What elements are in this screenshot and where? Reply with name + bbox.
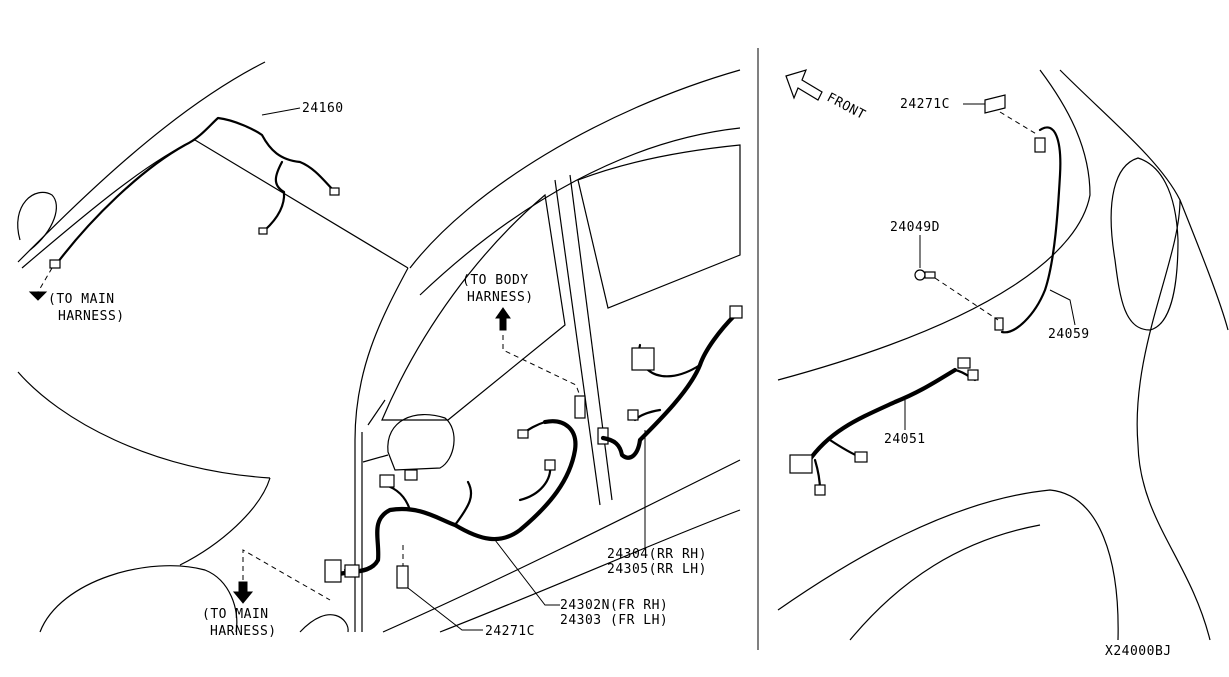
door-sill-upper xyxy=(382,459,741,633)
label-24059: 24059 xyxy=(1048,327,1090,342)
harness-24059 xyxy=(994,126,1076,334)
connector-front-6 xyxy=(517,429,529,439)
connector-front-7 xyxy=(574,395,586,419)
side-mirror xyxy=(387,414,455,471)
label-to-main-harness-2-line1: (TO MAIN xyxy=(202,607,269,622)
harness-24051-main xyxy=(805,367,958,465)
dash-to-main-1 xyxy=(37,267,53,293)
left-mirror xyxy=(17,191,57,251)
windshield-inner-edge xyxy=(21,139,409,269)
dash-to-body xyxy=(502,335,581,397)
label-front: FRONT xyxy=(824,90,868,123)
connector-24160-c xyxy=(49,259,61,269)
bumper-line xyxy=(777,489,1119,641)
tail-lamp xyxy=(1110,157,1179,331)
dash-bolt-24049d xyxy=(934,277,999,321)
a-pillar-inner xyxy=(409,69,741,269)
label-24302n: 24302N(FR RH) xyxy=(560,598,668,613)
door-harness-rear xyxy=(600,305,743,460)
label-to-body-harness-line2: HARNESS) xyxy=(467,290,534,305)
connector-24051-b xyxy=(957,357,971,369)
hatch-top-edge xyxy=(777,69,1091,381)
leader-24059 xyxy=(1049,289,1076,326)
clip-24271c-right xyxy=(984,94,1006,114)
label-to-main-harness-1-line2: HARNESS) xyxy=(58,309,125,324)
clip-24271c-left xyxy=(396,565,409,589)
connector-24059-bottom xyxy=(994,317,1004,331)
label-24305: 24305(RR LH) xyxy=(607,562,707,577)
connector-24059-top xyxy=(1034,137,1046,153)
leader-24160 xyxy=(261,107,301,116)
label-24304: 24304(RR RH) xyxy=(607,547,707,562)
windshield-top-edge xyxy=(17,61,266,263)
label-24271c-right: 24271C xyxy=(900,97,950,112)
harness-24160 xyxy=(28,107,340,301)
connector-front-1 xyxy=(324,559,342,583)
label-to-main-harness-1-line1: (TO MAIN xyxy=(48,292,115,307)
front-door-window xyxy=(381,193,566,421)
connector-24051-c xyxy=(967,369,979,381)
harness-rear-door-main xyxy=(600,312,738,460)
b-pillar-inner xyxy=(569,174,613,501)
dash-to-main-2 xyxy=(242,549,331,601)
harness-front-door-main xyxy=(332,419,578,578)
harness-24059-main xyxy=(1000,126,1062,334)
harness-front-door-branch-a xyxy=(453,480,473,527)
arrow-to-body xyxy=(495,307,511,331)
bolt-24049d-shank xyxy=(924,271,936,279)
a-pillar-outer xyxy=(354,267,409,632)
hatch-outer-edge xyxy=(1059,69,1211,641)
leader-24271c-left xyxy=(407,587,483,631)
label-24160: 24160 xyxy=(302,101,344,116)
dash-clip-24271c-right xyxy=(999,111,1039,136)
hood-edge xyxy=(179,477,271,566)
b-pillar xyxy=(554,179,601,506)
door-harness-front xyxy=(324,395,609,589)
connector-front-3 xyxy=(379,474,395,488)
front-wheel-arch xyxy=(39,565,238,633)
label-24271c-left: 24271C xyxy=(485,624,535,639)
connector-24051-e xyxy=(814,484,826,496)
arrow-to-main-1 xyxy=(28,291,48,301)
arrow-to-main-2 xyxy=(232,581,254,604)
harness-rear-door-branch-b xyxy=(633,408,662,422)
door-front-edge-2 xyxy=(367,399,386,426)
rear-door-window xyxy=(577,144,741,309)
left-car-body xyxy=(17,61,741,633)
harness-24160-main xyxy=(56,116,337,264)
connector-24160-a xyxy=(329,187,340,196)
mirror-base xyxy=(362,454,389,463)
door-sill-lower xyxy=(439,509,741,633)
connector-24160-b xyxy=(258,227,268,235)
connector-24051-d xyxy=(854,451,868,463)
diagram-code: X24000BJ xyxy=(1105,644,1172,659)
connector-rear-1 xyxy=(729,305,743,319)
harness-24160-branch xyxy=(263,160,286,232)
connector-rear-2 xyxy=(631,347,655,371)
front-arrow-icon xyxy=(785,69,823,101)
connector-front-5 xyxy=(544,459,556,471)
leader-24302n xyxy=(494,539,560,606)
connector-front-4 xyxy=(404,469,418,481)
connector-24051-a xyxy=(789,454,813,474)
label-to-main-harness-2-line2: HARNESS) xyxy=(210,624,277,639)
harness-front-door-branch-b xyxy=(383,483,412,512)
rear-pillar xyxy=(1179,199,1229,331)
connector-rear-3 xyxy=(627,409,639,421)
roof-line xyxy=(419,127,741,296)
label-24051: 24051 xyxy=(884,432,926,447)
harness-24051 xyxy=(789,357,979,496)
right-car-body xyxy=(777,69,1229,641)
label-to-body-harness-line1: (TO BODY xyxy=(462,273,529,288)
label-24049d: 24049D xyxy=(890,220,940,235)
bolt-24049d xyxy=(914,269,926,281)
connector-front-2 xyxy=(344,564,360,578)
wheel-arch-rear xyxy=(299,614,349,633)
bumper-lower xyxy=(849,524,1041,641)
label-24303: 24303 (FR LH) xyxy=(560,613,668,628)
hood-line xyxy=(17,371,271,479)
